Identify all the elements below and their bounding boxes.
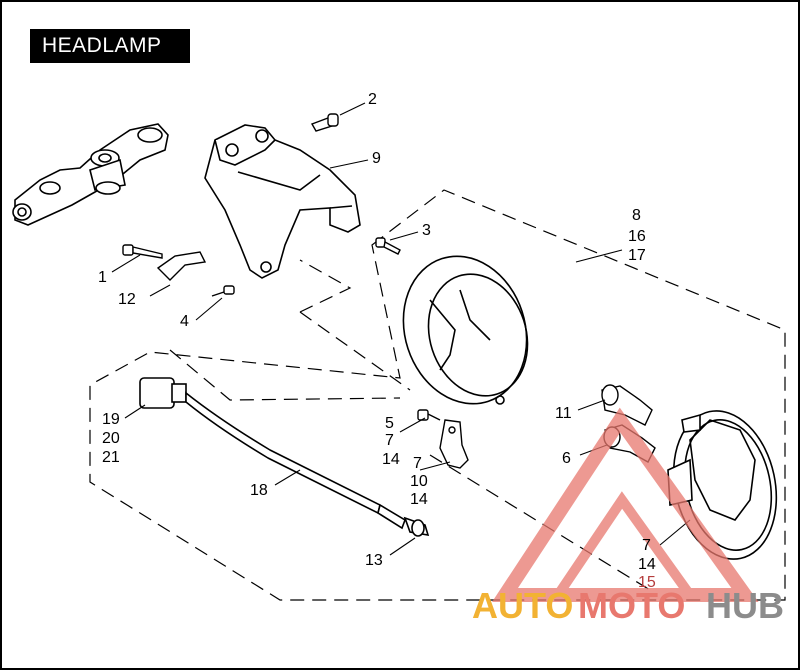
callout-14b: 14 xyxy=(410,491,428,508)
wiring-harness xyxy=(139,377,430,537)
callout-14a: 14 xyxy=(382,451,400,468)
triple-clamp xyxy=(12,123,169,226)
callout-7b: 7 xyxy=(413,455,422,472)
screw-3 xyxy=(375,237,401,255)
callout-11: 11 xyxy=(555,405,572,422)
callout-12: 12 xyxy=(118,291,136,308)
watermark-text: AUTO MOTO HUB xyxy=(472,585,784,626)
callout-9: 9 xyxy=(372,150,381,167)
assembly-outlines xyxy=(89,189,786,601)
watermark-triangle xyxy=(492,407,759,602)
screw-1 xyxy=(122,244,163,259)
mounting-bracket xyxy=(204,124,361,279)
small-bracket xyxy=(417,409,469,469)
callout-labels: 2 9 3 8 16 17 1 12 4 11 6 5 7 14 7 10 14… xyxy=(98,91,656,591)
callout-10: 10 xyxy=(410,473,428,490)
diagram-title: HEADLAMP xyxy=(30,29,190,63)
watermark-moto: MOTO xyxy=(578,585,685,626)
callout-15: 15 xyxy=(638,574,656,591)
callout-19: 19 xyxy=(102,411,120,428)
callout-5: 5 xyxy=(385,415,394,432)
headlamp-housing xyxy=(402,255,529,405)
callout-13: 13 xyxy=(365,552,383,569)
screw-4 xyxy=(211,285,235,297)
headlamp-lens xyxy=(667,410,778,560)
callout-21: 21 xyxy=(102,449,120,466)
watermark-hub: HUB xyxy=(706,585,784,626)
callout-20: 20 xyxy=(102,430,120,447)
watermark-auto: AUTO xyxy=(472,585,573,626)
callout-14c: 14 xyxy=(638,556,656,573)
callout-16: 16 xyxy=(628,228,646,245)
callout-4: 4 xyxy=(180,313,189,330)
leader-lines xyxy=(111,102,691,556)
clip-12 xyxy=(156,251,207,281)
callout-7c: 7 xyxy=(642,537,651,554)
callout-2: 2 xyxy=(368,91,377,108)
callout-8: 8 xyxy=(632,207,641,224)
callout-7a: 7 xyxy=(385,432,394,449)
callout-18: 18 xyxy=(250,482,268,499)
callout-17: 17 xyxy=(628,247,646,264)
screw-2 xyxy=(310,113,339,132)
callout-6: 6 xyxy=(562,450,571,467)
callout-3: 3 xyxy=(422,222,431,239)
callout-1: 1 xyxy=(98,269,107,286)
